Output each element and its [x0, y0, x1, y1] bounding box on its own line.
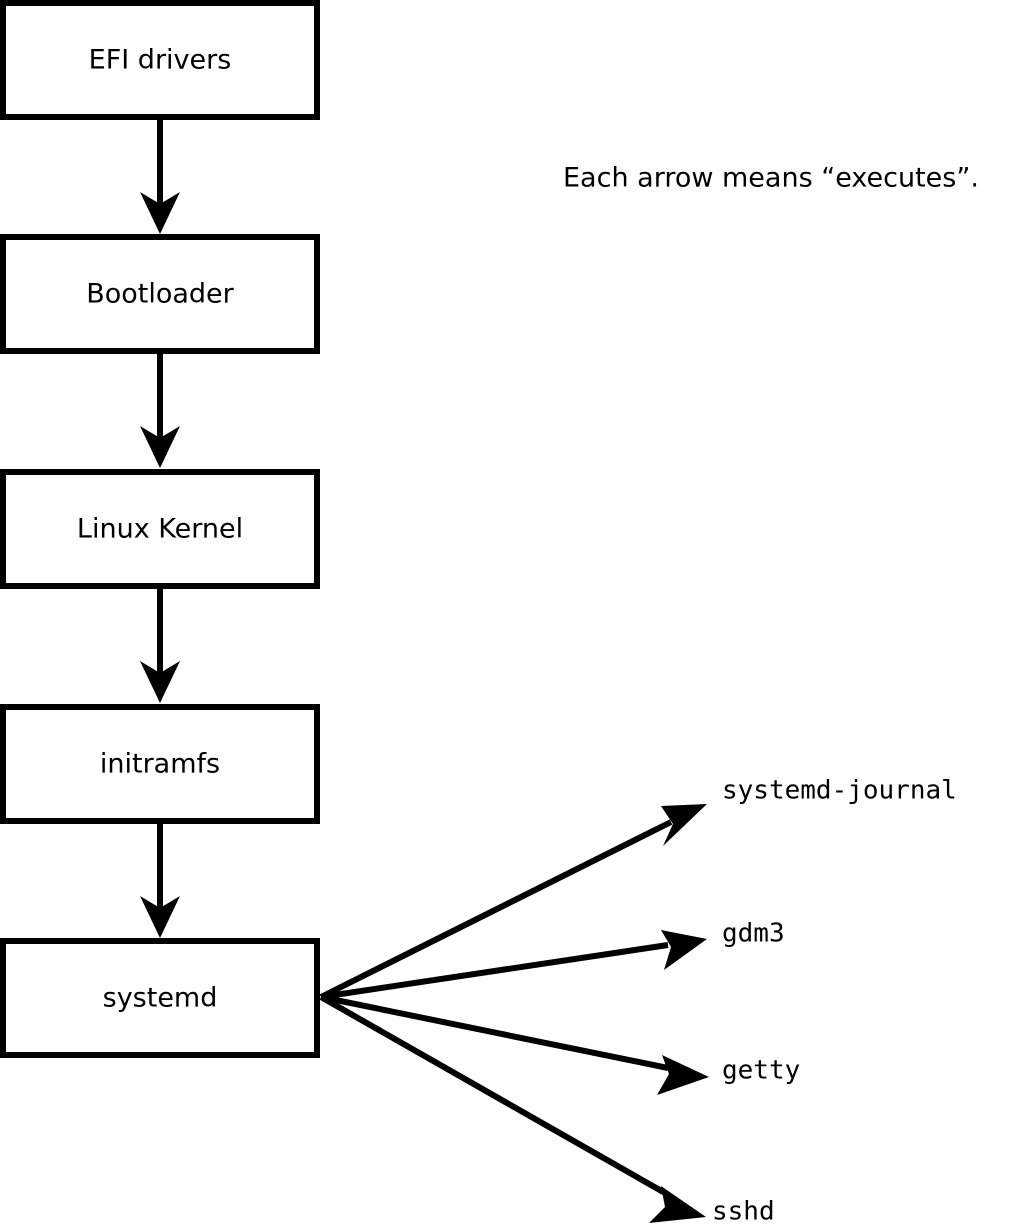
node-linux-kernel-label: Linux Kernel: [77, 514, 243, 545]
chain-nodes: EFI drivers Bootloader Linux Kernel init…: [0, 0, 320, 1058]
node-systemd-journal-label[interactable]: systemd-journal: [722, 776, 957, 806]
node-gdm3-label[interactable]: gdm3: [722, 919, 785, 949]
node-initramfs[interactable]: initramfs: [0, 704, 320, 824]
edge-systemd-to-getty: [320, 994, 709, 1095]
node-bootloader[interactable]: Bootloader: [0, 234, 320, 354]
edge-bootloader-to-linux-kernel: [140, 353, 180, 468]
service-edges: [319, 804, 709, 1223]
diagram-caption: Each arrow means “executes”.: [563, 163, 979, 194]
node-getty-label[interactable]: getty: [722, 1056, 800, 1086]
node-bootloader-label: Bootloader: [86, 279, 234, 310]
edge-systemd-to-systemd-journal: [319, 804, 707, 1000]
edge-initramfs-to-systemd: [140, 822, 180, 938]
edge-systemd-to-gdm3: [320, 930, 707, 1000]
edge-linux-kernel-to-initramfs: [140, 588, 180, 703]
edge-efi-drivers-to-bootloader: [140, 118, 180, 234]
chain-edges: [140, 118, 180, 938]
node-linux-kernel[interactable]: Linux Kernel: [0, 469, 320, 589]
node-systemd[interactable]: systemd: [0, 938, 320, 1058]
node-efi-drivers-label: EFI drivers: [89, 45, 232, 76]
node-efi-drivers[interactable]: EFI drivers: [0, 0, 320, 120]
edge-systemd-to-sshd: [319, 994, 706, 1223]
service-nodes: systemd-journal gdm3 getty sshd: [712, 776, 957, 1227]
node-sshd-label[interactable]: sshd: [712, 1197, 775, 1227]
node-systemd-label: systemd: [103, 983, 218, 1014]
node-initramfs-label: initramfs: [100, 749, 220, 780]
